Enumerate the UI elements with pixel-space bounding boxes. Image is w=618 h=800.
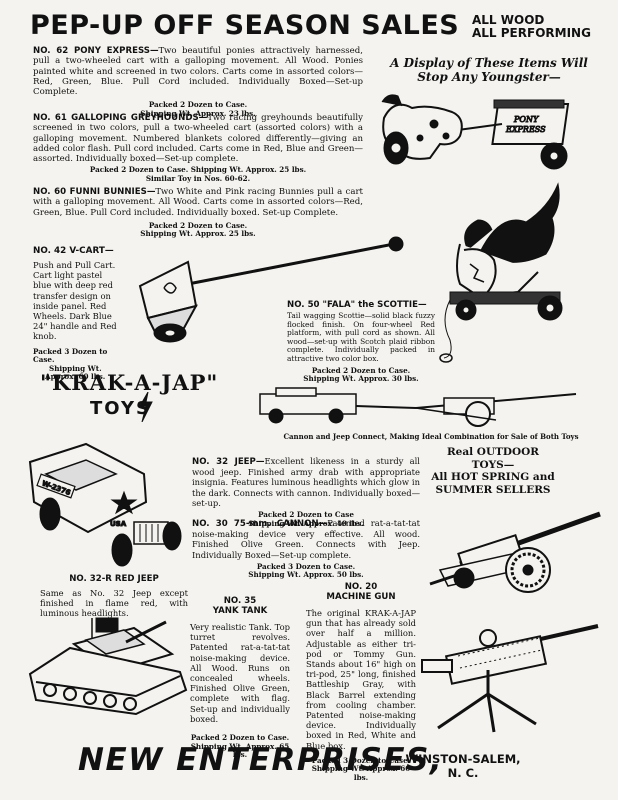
jeep-text: Excellent likeness in a sturdy all wood …: [192, 456, 420, 508]
combo-caption: Cannon and Jeep Connect, Making Ideal Co…: [283, 432, 579, 441]
krak-a-jap-toys: TOYS: [90, 398, 151, 419]
tank-illustration: [28, 617, 188, 716]
greyhounds-text: Two racing greyhounds beautifully screen…: [33, 113, 363, 165]
vcart-pack-2: Shipping Wt.: [49, 363, 102, 373]
display-line-1: A Display of These Items Will: [390, 56, 588, 70]
item-tank: NO. 35 YANK TANK Very realistic Tank. To…: [190, 596, 290, 760]
machine-gun-illustration: [421, 624, 599, 733]
v-cart-illustration: [138, 236, 404, 343]
red-jeep-title: NO. 32-R RED JEEP: [69, 574, 159, 584]
item-v-cart: NO. 42 V-CART— Push and Pull Cart. Cart …: [33, 246, 123, 382]
machine-gun-pack-1: Packed 3 Dozen to Case.: [311, 755, 411, 765]
jeep-pack-1: Packed 2 Dozen to Case: [258, 510, 354, 520]
outdoor-line-4: SUMMER SELLERS: [435, 483, 551, 496]
tag-line-1: ALL WOOD: [472, 13, 545, 27]
jeep-pack-2: Shipping Wt. Approx. 40 lbs.: [248, 518, 364, 528]
pony-text: Two beautiful ponies attractively harnes…: [33, 46, 363, 98]
display-banner: A Display of These Items Will Stop Any Y…: [374, 56, 604, 84]
outdoor-line-2: TOYS—: [471, 458, 515, 471]
red-jeep-text: Same as No. 32 Jeep except finished in f…: [40, 588, 188, 619]
vcart-packing: Packed 3 Dozen to Case. Shipping Wt. App…: [33, 346, 123, 382]
pony-packing: Packed 2 Dozen to Case. Shipping Wt. App…: [33, 101, 363, 118]
scottie-text: Tail wagging Scottie—solid black fuzzy f…: [287, 311, 435, 363]
bunnies-description: NO. 60 FUNNI BUNNIES—Two White and Pink …: [33, 187, 363, 218]
jeep-title: NO. 32 JEEP—: [192, 457, 265, 467]
bunnies-title: NO. 60 FUNNI BUNNIES—: [33, 187, 156, 197]
tank-title-1: NO. 35: [223, 596, 257, 606]
item-pony-express: NO. 62 PONY EXPRESS—Two beautiful ponies…: [33, 46, 363, 118]
machine-gun-pack-2: Shipping Wt. Approx. 60 lbs.: [311, 764, 411, 782]
greyhounds-pack-2: Similar Toy in Nos. 60-62.: [145, 173, 251, 183]
jeep-packing: Packed 2 Dozen to Case Shipping Wt. Appr…: [192, 511, 420, 528]
item-scottie: NO. 50 "FALA" the SCOTTIE— Tail wagging …: [287, 300, 435, 384]
jeep-cannon-combo-illustration: [259, 387, 577, 427]
bunnies-pack-1: Packed 2 Dozen to Case.: [148, 220, 248, 230]
machine-gun-title-2: MACHINE GUN: [326, 592, 396, 602]
pony-express-illustration: PONY EXPRESS: [381, 94, 570, 170]
cannon-description: NO. 30 75-mm. CANNON—Patented rat-a-tat-…: [192, 518, 420, 560]
greyhounds-description: NO. 61 GALLOPING GREYHOUNDS—Two racing g…: [33, 113, 363, 164]
pony-pack-2: Shipping Wt. Approx. 23 lbs.: [140, 108, 256, 118]
bunnies-packing: Packed 2 Dozen to Case. Shipping Wt. App…: [33, 220, 363, 239]
tank-packing: Packed 2 Dozen to Case. Shipping Wt. App…: [190, 734, 290, 760]
vcart-pack-1: Packed 3 Dozen to Case.: [33, 346, 108, 365]
cannon-pack-2: Shipping Wt. Approx. 50 lbs.: [248, 570, 364, 580]
greyhounds-packing: Packed 2 Dozen to Case. Shipping Wt. App…: [33, 166, 363, 183]
tank-pack-2: Shipping Wt. Approx. 65 lbs.: [190, 741, 290, 760]
tag-line-2: ALL PERFORMING: [472, 26, 591, 40]
header-tag: ALL WOOD ALL PERFORMING: [472, 14, 591, 40]
outdoor-line-3: All HOT SPRING and: [431, 471, 555, 483]
krak-a-jap-heading: "KRAK-A-JAP": [40, 370, 219, 395]
item-machine-gun: NO. 20 MACHINE GUN The original KRAK-A-J…: [306, 582, 416, 782]
scottie-title: NO. 50 "FALA" the SCOTTIE—: [287, 300, 427, 310]
footer-city: WINSTON-SALEM,: [405, 752, 521, 766]
outdoor-line-1: Real OUTDOOR: [446, 446, 540, 458]
cannon-pack-1: Packed 3 Dozen to Case.: [256, 561, 356, 571]
machine-gun-text: The original KRAK-A-JAP gun that has alr…: [306, 608, 416, 751]
vcart-title: NO. 42 V-CART—: [33, 246, 114, 256]
pony-cart-label-1: PONY: [513, 115, 539, 124]
jeep-hood-text: USA: [110, 520, 127, 528]
item-bunnies: NO. 60 FUNNI BUNNIES—Two White and Pink …: [33, 187, 363, 239]
item-greyhounds: NO. 61 GALLOPING GREYHOUNDS—Two racing g…: [33, 113, 363, 183]
scottie-pack-2: Shipping Wt. Approx. 30 lbs.: [303, 374, 419, 384]
scottie-illustration: [439, 182, 563, 363]
cannon-illustration: [429, 511, 601, 593]
greyhounds-title: NO. 61 GALLOPING GREYHOUNDS—: [33, 113, 208, 123]
footer-state: N. C.: [447, 766, 479, 780]
jeep-description: NO. 32 JEEP—Excellent likeness in a stur…: [192, 456, 420, 508]
item-cannon: NO. 30 75-mm. CANNON—Patented rat-a-tat-…: [192, 518, 420, 580]
bunnies-pack-2: Shipping Wt. Approx. 25 lbs.: [140, 229, 256, 239]
machine-gun-title-1: NO. 20: [344, 582, 378, 592]
machine-gun-packing: Packed 3 Dozen to Case. Shipping Wt. App…: [306, 755, 416, 783]
pony-pack-1: Packed 2 Dozen to Case.: [148, 100, 248, 110]
footer-company: NEW ENTERPRISES,: [78, 742, 444, 778]
footer-location: WINSTON-SALEM, N. C.: [398, 752, 528, 780]
scottie-packing: Packed 2 Dozen to Case. Shipping Wt. App…: [287, 365, 435, 384]
display-line-2: Stop Any Youngster—: [417, 70, 561, 84]
vcart-pack-3: Approx. 60 lbs.: [45, 372, 106, 382]
vcart-text: Push and Pull Cart. Cart light pastel bl…: [33, 260, 117, 342]
tank-text: Very realistic Tank. Top turret revolves…: [190, 622, 290, 724]
item-jeep: NO. 32 JEEP—Excellent likeness in a stur…: [192, 456, 420, 528]
tank-title-2: YANK TANK: [212, 606, 268, 616]
cannon-title: NO. 30 75-mm. CANNON—: [192, 519, 328, 529]
pony-cart-label-2: EXPRESS: [505, 125, 546, 134]
lightning-icon: [139, 392, 153, 422]
cannon-packing: Packed 3 Dozen to Case. Shipping Wt. App…: [192, 561, 420, 580]
outdoor-banner: Real OUTDOOR TOYS— All HOT SPRING and SU…: [428, 446, 558, 496]
scottie-pack-1: Packed 2 Dozen to Case.: [311, 365, 411, 375]
page-title: PEP-UP OFF SEASON SALES: [30, 10, 460, 41]
bunnies-text: Two White and Pink racing Bunnies pull a…: [33, 187, 364, 218]
pony-description: NO. 62 PONY EXPRESS—Two beautiful ponies…: [33, 46, 363, 97]
cannon-text: Patented rat-a-tat-tat noise-making devi…: [192, 518, 420, 560]
greyhounds-pack-1: Packed 2 Dozen to Case. Shipping Wt. App…: [89, 165, 307, 175]
pony-title: NO. 62 PONY EXPRESS—: [33, 46, 159, 56]
jeep-illustration: W-2376 USA: [28, 442, 182, 567]
tank-pack-1: Packed 2 Dozen to Case.: [190, 733, 290, 743]
item-red-jeep: NO. 32-R RED JEEP Same as No. 32 Jeep ex…: [40, 574, 188, 619]
